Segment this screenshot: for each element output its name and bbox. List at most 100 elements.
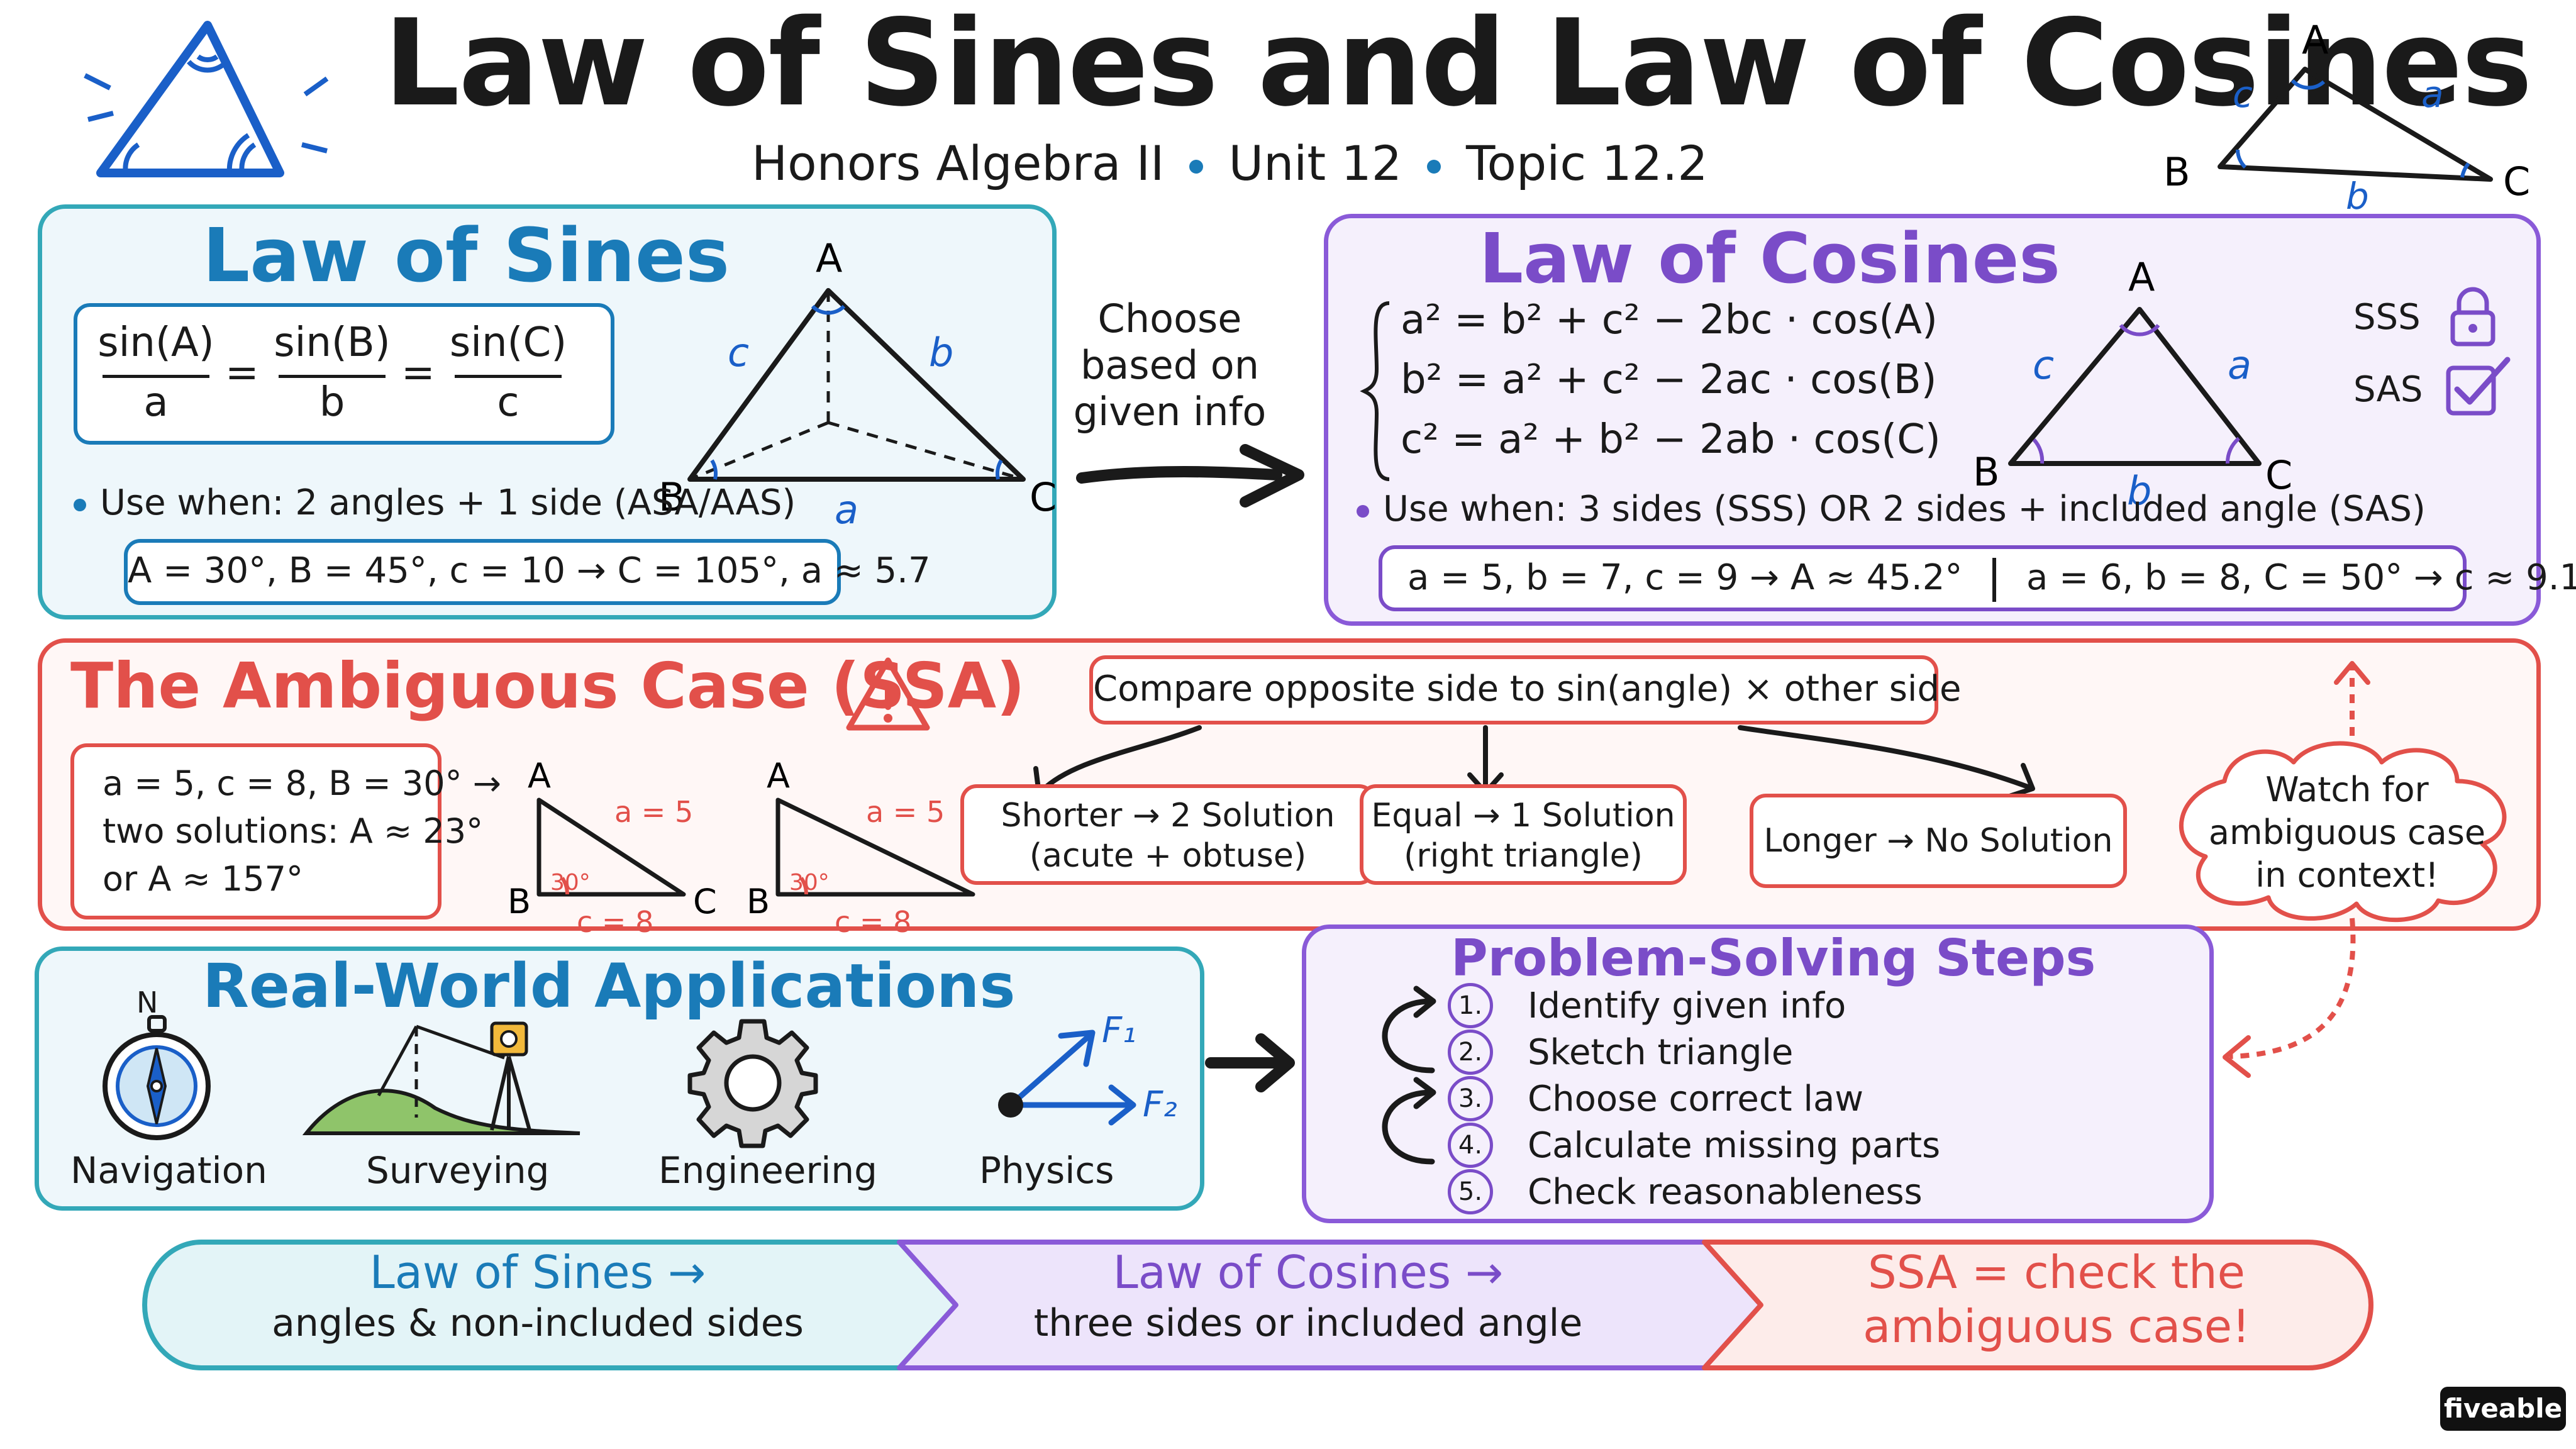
step-text: Check reasonableness bbox=[1528, 1171, 1923, 1213]
summary-cosines: Law of Cosines → three sides or included… bbox=[962, 1245, 1654, 1347]
fraction-bar bbox=[455, 375, 562, 378]
law-of-sines-use-when: Use when: 2 angles + 1 side (ASA/AAS) bbox=[74, 482, 796, 523]
cosines-example-sas: a = 6, b = 8, C = 50° → c ≈ 9.1 bbox=[2026, 557, 2576, 598]
cosines-tri-vertex-C: C bbox=[2265, 452, 2292, 498]
step-text: Choose correct law bbox=[1528, 1078, 1864, 1119]
choose-note-line: based on bbox=[1080, 342, 1260, 388]
summary-sines-sub: angles & non-included sides bbox=[272, 1301, 804, 1345]
shorter-case-note: (acute + obtuse) bbox=[1029, 837, 1307, 875]
step-item: 5. Check reasonableness bbox=[1448, 1169, 1940, 1215]
summary-ssa-line: SSA = check the bbox=[1868, 1246, 2245, 1299]
law-of-sines-example: A = 30°, B = 45°, c = 10 → C = 105°, a ≈… bbox=[124, 539, 931, 605]
step-item: 2. Sketch triangle bbox=[1448, 1029, 1940, 1075]
amb1-angle: 30° bbox=[550, 870, 591, 896]
sas-label: SAS bbox=[2353, 369, 2423, 410]
application-label: Physics bbox=[979, 1149, 1114, 1192]
summary-ssa-line: ambiguous case! bbox=[1863, 1300, 2250, 1353]
header-tri-side-c: c bbox=[2233, 73, 2253, 116]
compass-icon bbox=[103, 1015, 211, 1140]
equals-sign: = bbox=[225, 350, 259, 396]
warning-icon bbox=[846, 657, 930, 731]
sin-a-denominator: a bbox=[143, 379, 169, 426]
header-tri-vertex-C: C bbox=[2503, 158, 2530, 204]
sines-tri-vertex-B: B bbox=[658, 474, 686, 520]
force-vectors-icon: F₁ F₂ bbox=[998, 1010, 1177, 1126]
ambiguous-example: a = 5, c = 8, B = 30° → two solutions: A… bbox=[70, 743, 501, 919]
longer-case-box: Longer → No Solution bbox=[1750, 794, 2127, 888]
sines-tri-side-c: c bbox=[728, 330, 749, 375]
cosines-tri-vertex-A: A bbox=[2128, 254, 2155, 300]
fraction-bar bbox=[103, 375, 209, 378]
loop-arrow-icon bbox=[1382, 1077, 1436, 1165]
choose-note-line: Choose bbox=[1097, 296, 1242, 341]
force-f2-label: F₂ bbox=[1143, 1084, 1177, 1125]
checkbox-icon bbox=[2446, 357, 2511, 416]
course-name: Honors Algebra II bbox=[752, 135, 1165, 191]
callout-line: Watch for bbox=[2265, 770, 2429, 809]
cosines-equation-b: b² = a² + c² − 2ac · cos(B) bbox=[1401, 357, 1937, 403]
application-label: Surveying bbox=[366, 1149, 550, 1192]
step-item: 1. Identify given info bbox=[1448, 982, 1940, 1029]
choose-arrow-icon bbox=[1076, 444, 1304, 508]
amb1-vertex-C: C bbox=[693, 882, 717, 921]
step-number: 1. bbox=[1448, 983, 1493, 1028]
step-number: 2. bbox=[1448, 1030, 1493, 1075]
cosines-example-sss: a = 5, b = 7, c = 9 → A ≈ 45.2° bbox=[1407, 557, 1963, 598]
law-of-cosines-panel: Law of Cosines a² = b² + c² − 2bc · cos(… bbox=[1324, 214, 2576, 626]
bullet-icon bbox=[1357, 504, 1369, 518]
amb2-vertex-A: A bbox=[767, 756, 790, 796]
ambiguous-example-line: or A ≈ 157° bbox=[103, 859, 303, 899]
sines-tri-side-b: b bbox=[929, 330, 953, 375]
sines-tri-vertex-A: A bbox=[816, 235, 842, 281]
gear-icon bbox=[687, 1019, 818, 1148]
force-f1-label: F₁ bbox=[1102, 1010, 1136, 1051]
header-tri-side-a: a bbox=[2421, 73, 2444, 116]
equal-case-note: (right triangle) bbox=[1404, 837, 1643, 875]
step-number: 5. bbox=[1448, 1169, 1493, 1214]
applications-title: Real-World Applications bbox=[203, 951, 1016, 1021]
topic-label: Topic 12.2 bbox=[1466, 135, 1708, 191]
ambiguous-example-line: two solutions: A ≈ 23° bbox=[103, 811, 484, 851]
law-of-cosines-title: Law of Cosines bbox=[1479, 218, 2060, 299]
choose-note-line: given info bbox=[1073, 389, 1267, 435]
callout-cloud-icon bbox=[2179, 741, 2507, 923]
callout-line: in context! bbox=[2255, 855, 2439, 895]
shorter-case-label: Shorter → 2 Solution bbox=[1001, 797, 1335, 835]
separator-dot-icon bbox=[1189, 160, 1204, 174]
summary-cosines-sub: three sides or included angle bbox=[1033, 1301, 1583, 1345]
cosines-equation-a: a² = b² + c² − 2bc · cos(A) bbox=[1401, 297, 1938, 343]
page-title: Law of Sines and Law of Cosines bbox=[384, 0, 2533, 133]
step-number: 4. bbox=[1448, 1123, 1493, 1168]
sin-a-numerator: sin(A) bbox=[97, 319, 214, 366]
cosines-tri-vertex-B: B bbox=[1973, 449, 2000, 495]
brand-logo: fiveable bbox=[2440, 1387, 2566, 1431]
law-of-sines-panel: Law of Sines sin(A) a = sin(B) b = sin(C… bbox=[38, 204, 1057, 619]
dotted-arrow-down-icon bbox=[2223, 918, 2356, 1078]
sin-c-numerator: sin(C) bbox=[449, 319, 567, 366]
sines-tri-side-a: a bbox=[835, 487, 858, 533]
equal-case-box: Equal → 1 Solution (right triangle) bbox=[1360, 784, 1687, 885]
header-tri-vertex-B: B bbox=[2163, 149, 2190, 195]
summary-ssa: SSA = check the ambiguous case! bbox=[1774, 1245, 2340, 1353]
sin-b-numerator: sin(B) bbox=[274, 319, 391, 366]
amb1-side-c: c = 8 bbox=[577, 905, 653, 939]
subtitle: Honors Algebra II Unit 12 Topic 12.2 bbox=[752, 135, 1708, 191]
application-label: Engineering bbox=[658, 1149, 877, 1192]
step-number: 3. bbox=[1448, 1076, 1493, 1121]
header-triangle-icon bbox=[84, 21, 329, 177]
lock-icon bbox=[2450, 287, 2496, 347]
law-of-cosines-examples: a = 5, b = 7, c = 9 → A ≈ 45.2° a = 6, b… bbox=[1379, 545, 2576, 611]
summary-cosines-title: Law of Cosines → bbox=[1113, 1246, 1504, 1299]
header-labeled-triangle: A B C c a b bbox=[2163, 17, 2530, 218]
law-of-sines-title: Law of Sines bbox=[203, 212, 730, 299]
sss-label: SSS bbox=[2353, 297, 2421, 338]
steps-panel: Problem-Solving Steps 1. Identify given … bbox=[1302, 924, 2214, 1223]
unit-label: Unit 12 bbox=[1228, 135, 1402, 191]
header-tri-side-b: b bbox=[2346, 175, 2369, 218]
ambiguous-triangle-2: A B a = 5 c = 8 30° bbox=[747, 756, 975, 939]
cosines-equation-c: c² = a² + b² − 2ab · cos(C) bbox=[1401, 416, 1941, 463]
amb2-vertex-B: B bbox=[747, 882, 770, 921]
cosines-tri-side-b: b bbox=[2127, 468, 2151, 514]
amb2-side-c: c = 8 bbox=[835, 905, 911, 939]
law-of-sines-triangle: A B C c b a bbox=[658, 235, 1057, 533]
